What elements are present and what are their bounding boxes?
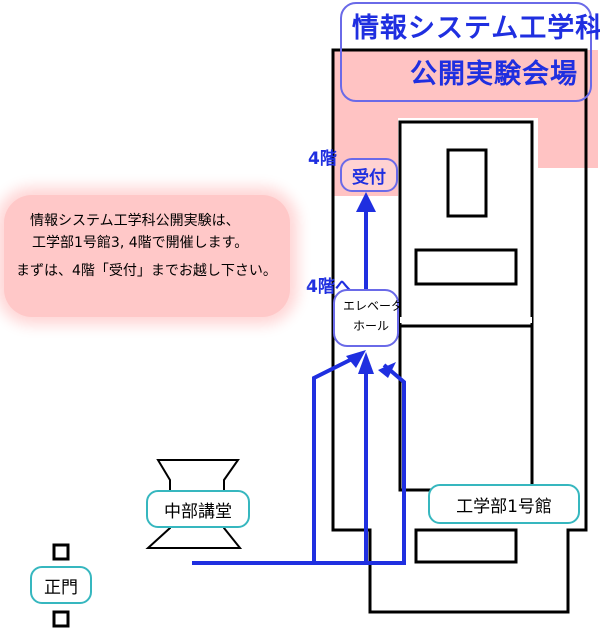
route [192,208,406,565]
elevator-hall-label: エレベータ ホール [333,289,403,347]
building-outline [331,48,588,614]
main-gate-label: 正門 [30,566,92,604]
title-line-1: 情報システム工学科 [352,13,600,44]
route-right [314,363,406,565]
route-main [192,353,361,565]
auditorium-label: 中部講堂 [146,490,250,528]
building-label: 工学部1号館 [428,484,580,524]
arrow-elevator-center [358,352,374,374]
info-line-1: 情報システム工学科公開実験は、 [30,213,240,229]
elevator-line-2: ホール [353,319,390,333]
room-upper [446,148,488,218]
arrow-elevator-right [378,362,396,378]
arrow-elevator-left [346,350,366,368]
info-callout: 情報システム工学科公開実験は、 工学部1号館3, 4階で開催します。 まずは、4… [4,195,290,317]
room-middle [414,248,518,286]
arrow-up [356,192,376,212]
room-lower [414,528,518,564]
reception-label: 受付 [340,158,398,192]
inner-courtyard [398,120,534,492]
title-box [340,2,592,102]
info-line-2: 工学部1号館3, 4階で開催します。 [32,235,249,251]
info-line-3: まずは、4階「受付」までお越し下さい。 [16,263,277,279]
floor4-highlight [333,50,598,196]
gate-post-top [52,543,70,561]
elevator-line-1: エレベータ [343,299,404,313]
gate-post-bottom [52,610,70,628]
title-line-2: 公開実験会場 [410,59,578,90]
floor-label-reception: 4階 [308,149,337,169]
